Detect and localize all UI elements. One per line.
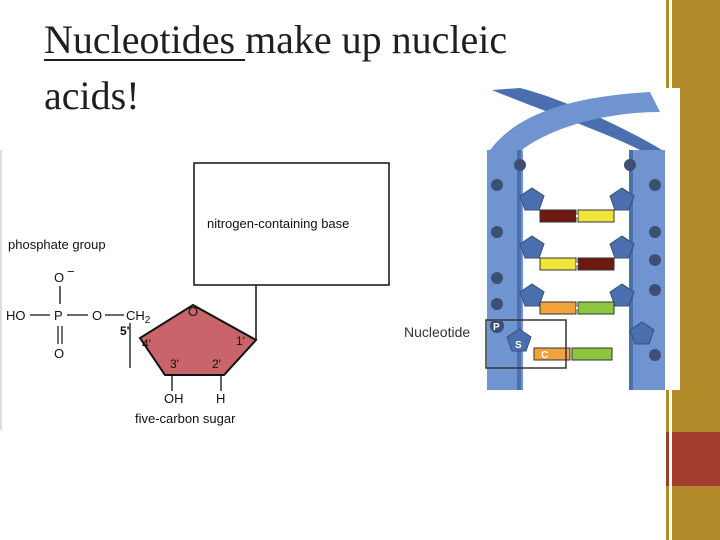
ch-text: CH [126,308,145,323]
base-pair-3-right [577,301,615,315]
phosphate-double-o: O [54,346,64,361]
carbon-2-label: 2' [212,357,221,371]
nucleotide-p-letter: P [493,322,500,333]
nucleotide-label: Nucleotide [404,324,470,340]
carbon-4-label: 4' [142,337,151,351]
nucleotide-c-letter: C [541,350,548,361]
hydrogen-h: H [216,391,225,406]
nucleotide-phosphate-circle [490,319,504,333]
base-pair-2-left [539,257,577,271]
title-line2: acids! [44,73,140,118]
sugar-ring [138,303,258,376]
hydroxyl-oh: OH [164,391,184,406]
helix-backbone-right-shade [629,150,633,390]
phosphate-dot-left-1 [491,179,503,191]
nitrogen-base-box [193,162,390,286]
phosphorus-atom: P [54,308,63,323]
base-pair-4-left [533,347,571,361]
carbon-5-label: 5' [120,324,130,338]
carbon-1-label: 1' [236,334,245,348]
phosphate-ho: HO [6,308,26,323]
phosphate-o-minus: O [54,270,64,285]
slide-left-edge-line [0,150,2,430]
ch2-group: CH2 [126,308,151,326]
ring-oxygen: O [188,304,198,319]
title-underlined-word: Nucleotides [44,17,246,62]
phosphate-dot-right-3 [649,254,661,266]
phosphate-dot-left-4 [491,298,503,310]
sugar-pentagon-left-4 [506,328,532,352]
helix-strand-twist-front [490,92,660,160]
phosphate-dot-right-4 [649,284,661,296]
helix-backbone-left-shade [517,150,521,390]
ch-subscript: 2 [145,315,151,326]
base-pair-1-right [577,209,615,223]
accent-bar-red-block [666,432,720,486]
sugar-pentagon-left-1 [519,187,545,211]
slide-title: Nucleotides make up nucleic acids! [44,12,604,124]
nitrogen-base-label: nitrogen-containing base [207,216,349,231]
base-pair-4-right [571,347,613,361]
phosphate-dot-right-5 [649,349,661,361]
five-carbon-sugar-label: five-carbon sugar [135,411,236,426]
sugar-pentagon-right-2 [609,235,635,259]
base-pair-3-left [539,301,577,315]
phosphate-minus-sign: − [67,264,75,279]
sugar-pentagon-right-4 [629,321,655,345]
carbon-3-label: 3' [170,357,179,371]
phosphate-dot-top-right [624,159,636,171]
phosphate-dot-left-2 [491,226,503,238]
helix-backbone-right [629,150,665,390]
base-pair-2-right [577,257,615,271]
title-line1-rest: make up nucleic [245,17,508,62]
phosphate-group-label: phosphate group [8,237,106,252]
sugar-pentagon-left-2 [519,235,545,259]
phosphate-dot-top-left [514,159,526,171]
phosphate-dot-right-2 [649,226,661,238]
sugar-pentagon-right-1 [609,187,635,211]
nucleotide-s-letter: S [515,340,522,351]
bridge-oxygen: O [92,308,102,323]
nucleotide-highlight-box [485,319,567,369]
phosphate-dot-right-1 [649,179,661,191]
phosphate-dot-left-3 [491,272,503,284]
base-pair-1-left [539,209,577,223]
sugar-pentagon-left-3 [519,283,545,307]
